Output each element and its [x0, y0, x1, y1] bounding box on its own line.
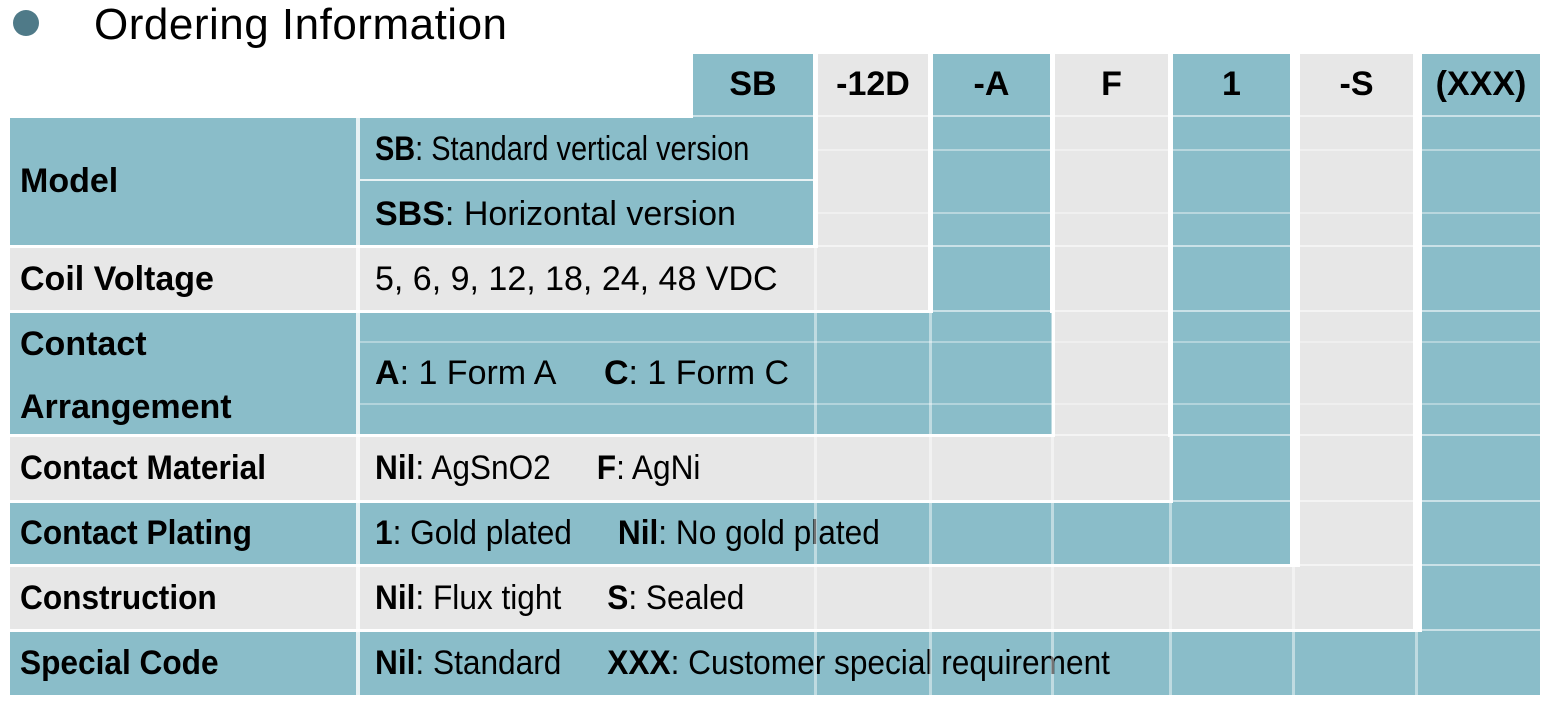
- row-band-special: [10, 632, 1540, 695]
- option-text: : No gold plated: [658, 514, 880, 552]
- gridline: [360, 403, 1540, 405]
- column-divider: [356, 118, 360, 695]
- gridline: [1169, 54, 1172, 695]
- desc-arrangement: A: 1 Form A C: 1 Form C: [375, 313, 789, 434]
- option-text: : Standard: [415, 644, 562, 682]
- model-subrow-divider: [360, 179, 813, 181]
- option-code: S: [607, 579, 629, 617]
- gridline: [693, 434, 1540, 436]
- row-band-material: [10, 437, 1170, 500]
- gridline: [1292, 54, 1295, 695]
- option-code: Nil: [617, 514, 659, 552]
- row-label-model: Model: [20, 162, 119, 200]
- option-text: : Horizontal version: [444, 195, 736, 233]
- gridline: [929, 54, 932, 695]
- option-text: : Gold plated: [392, 514, 572, 552]
- option-text: : 1 Form A: [399, 354, 555, 392]
- row-label-material: Contact Material: [20, 449, 266, 487]
- row-band-model: [10, 118, 813, 245]
- option-text: : Flux tight: [415, 579, 562, 617]
- option-text: 5, 6, 9, 12, 18, 24, 48 VDC: [375, 260, 778, 298]
- row-label-voltage: Coil Voltage: [20, 260, 214, 298]
- gridline: [693, 564, 1540, 566]
- option-code: Nil: [375, 449, 416, 487]
- desc-model-line2: SBS: Horizontal version: [375, 183, 736, 245]
- gridline: [360, 341, 1540, 343]
- code-column-voltage: [818, 54, 928, 248]
- option-code: SB: [375, 130, 416, 168]
- code-segment-material: F: [1101, 65, 1122, 103]
- option-code: Nil: [375, 644, 416, 682]
- code-segment-voltage: -12D: [836, 65, 910, 103]
- code-segment-special: (XXX): [1435, 65, 1527, 103]
- row-band-plating: [10, 503, 1290, 564]
- option-code: XXX: [607, 644, 671, 682]
- gridline: [814, 54, 817, 695]
- code-column-special: [1422, 54, 1540, 633]
- row-label-construction: Construction: [20, 579, 217, 617]
- option-code: A: [375, 354, 400, 392]
- code-segment-model: SB: [729, 65, 777, 103]
- gridline: [818, 149, 1540, 151]
- row-label-special: Special Code: [20, 644, 219, 682]
- gridline: [693, 310, 1540, 312]
- option-text: : Sealed: [628, 579, 745, 617]
- desc-construction: Nil: Flux tight S: Sealed: [375, 567, 744, 629]
- gridline: [693, 245, 1540, 247]
- desc-model-line1: SB: Standard vertical version: [375, 118, 749, 180]
- row-label-arrangement-line2: Arrangement: [20, 388, 232, 426]
- option-text: : Standard vertical version: [415, 130, 750, 168]
- page-title: Ordering Information: [94, 0, 508, 49]
- code-column-model: [693, 54, 813, 118]
- code-column-material: [1055, 54, 1168, 440]
- option-code: SBS: [375, 195, 445, 233]
- desc-plating: 1: Gold plated Nil: No gold plated: [375, 503, 880, 564]
- option-text: : 1 Form C: [628, 354, 790, 392]
- option-code: Nil: [375, 579, 416, 617]
- desc-special: Nil: Standard XXX: Customer special requ…: [375, 632, 1110, 695]
- code-column-arrangement: [933, 54, 1050, 313]
- gridline: [1415, 54, 1418, 695]
- desc-material: Nil: AgSnO2 F: AgNi: [375, 437, 700, 500]
- row-label-arrangement-line1: Contact: [20, 325, 147, 363]
- gridline: [693, 629, 1540, 631]
- gridline: [818, 212, 1540, 214]
- row-band-construction: [10, 567, 1413, 629]
- gridline: [1051, 54, 1054, 695]
- code-segment-plating: 1: [1222, 65, 1241, 103]
- row-band-arrangement: [10, 313, 1052, 434]
- option-code: F: [596, 449, 617, 487]
- row-label-plating: Contact Plating: [20, 514, 252, 552]
- row-band-voltage: [10, 248, 928, 310]
- option-text: : Customer special requirement: [670, 644, 1110, 682]
- desc-voltage: 5, 6, 9, 12, 18, 24, 48 VDC: [375, 248, 778, 310]
- code-column-plating: [1173, 54, 1290, 505]
- option-text: : AgNi: [616, 449, 701, 487]
- code-segment-construction: -S: [1339, 65, 1374, 103]
- gridline: [693, 115, 1540, 117]
- option-code: C: [603, 354, 629, 392]
- gridline: [693, 500, 1540, 502]
- bullet-icon: [13, 10, 39, 36]
- code-segment-arrangement: -A: [973, 65, 1010, 103]
- option-code: 1: [375, 514, 393, 552]
- option-text: : AgSnO2: [415, 449, 551, 487]
